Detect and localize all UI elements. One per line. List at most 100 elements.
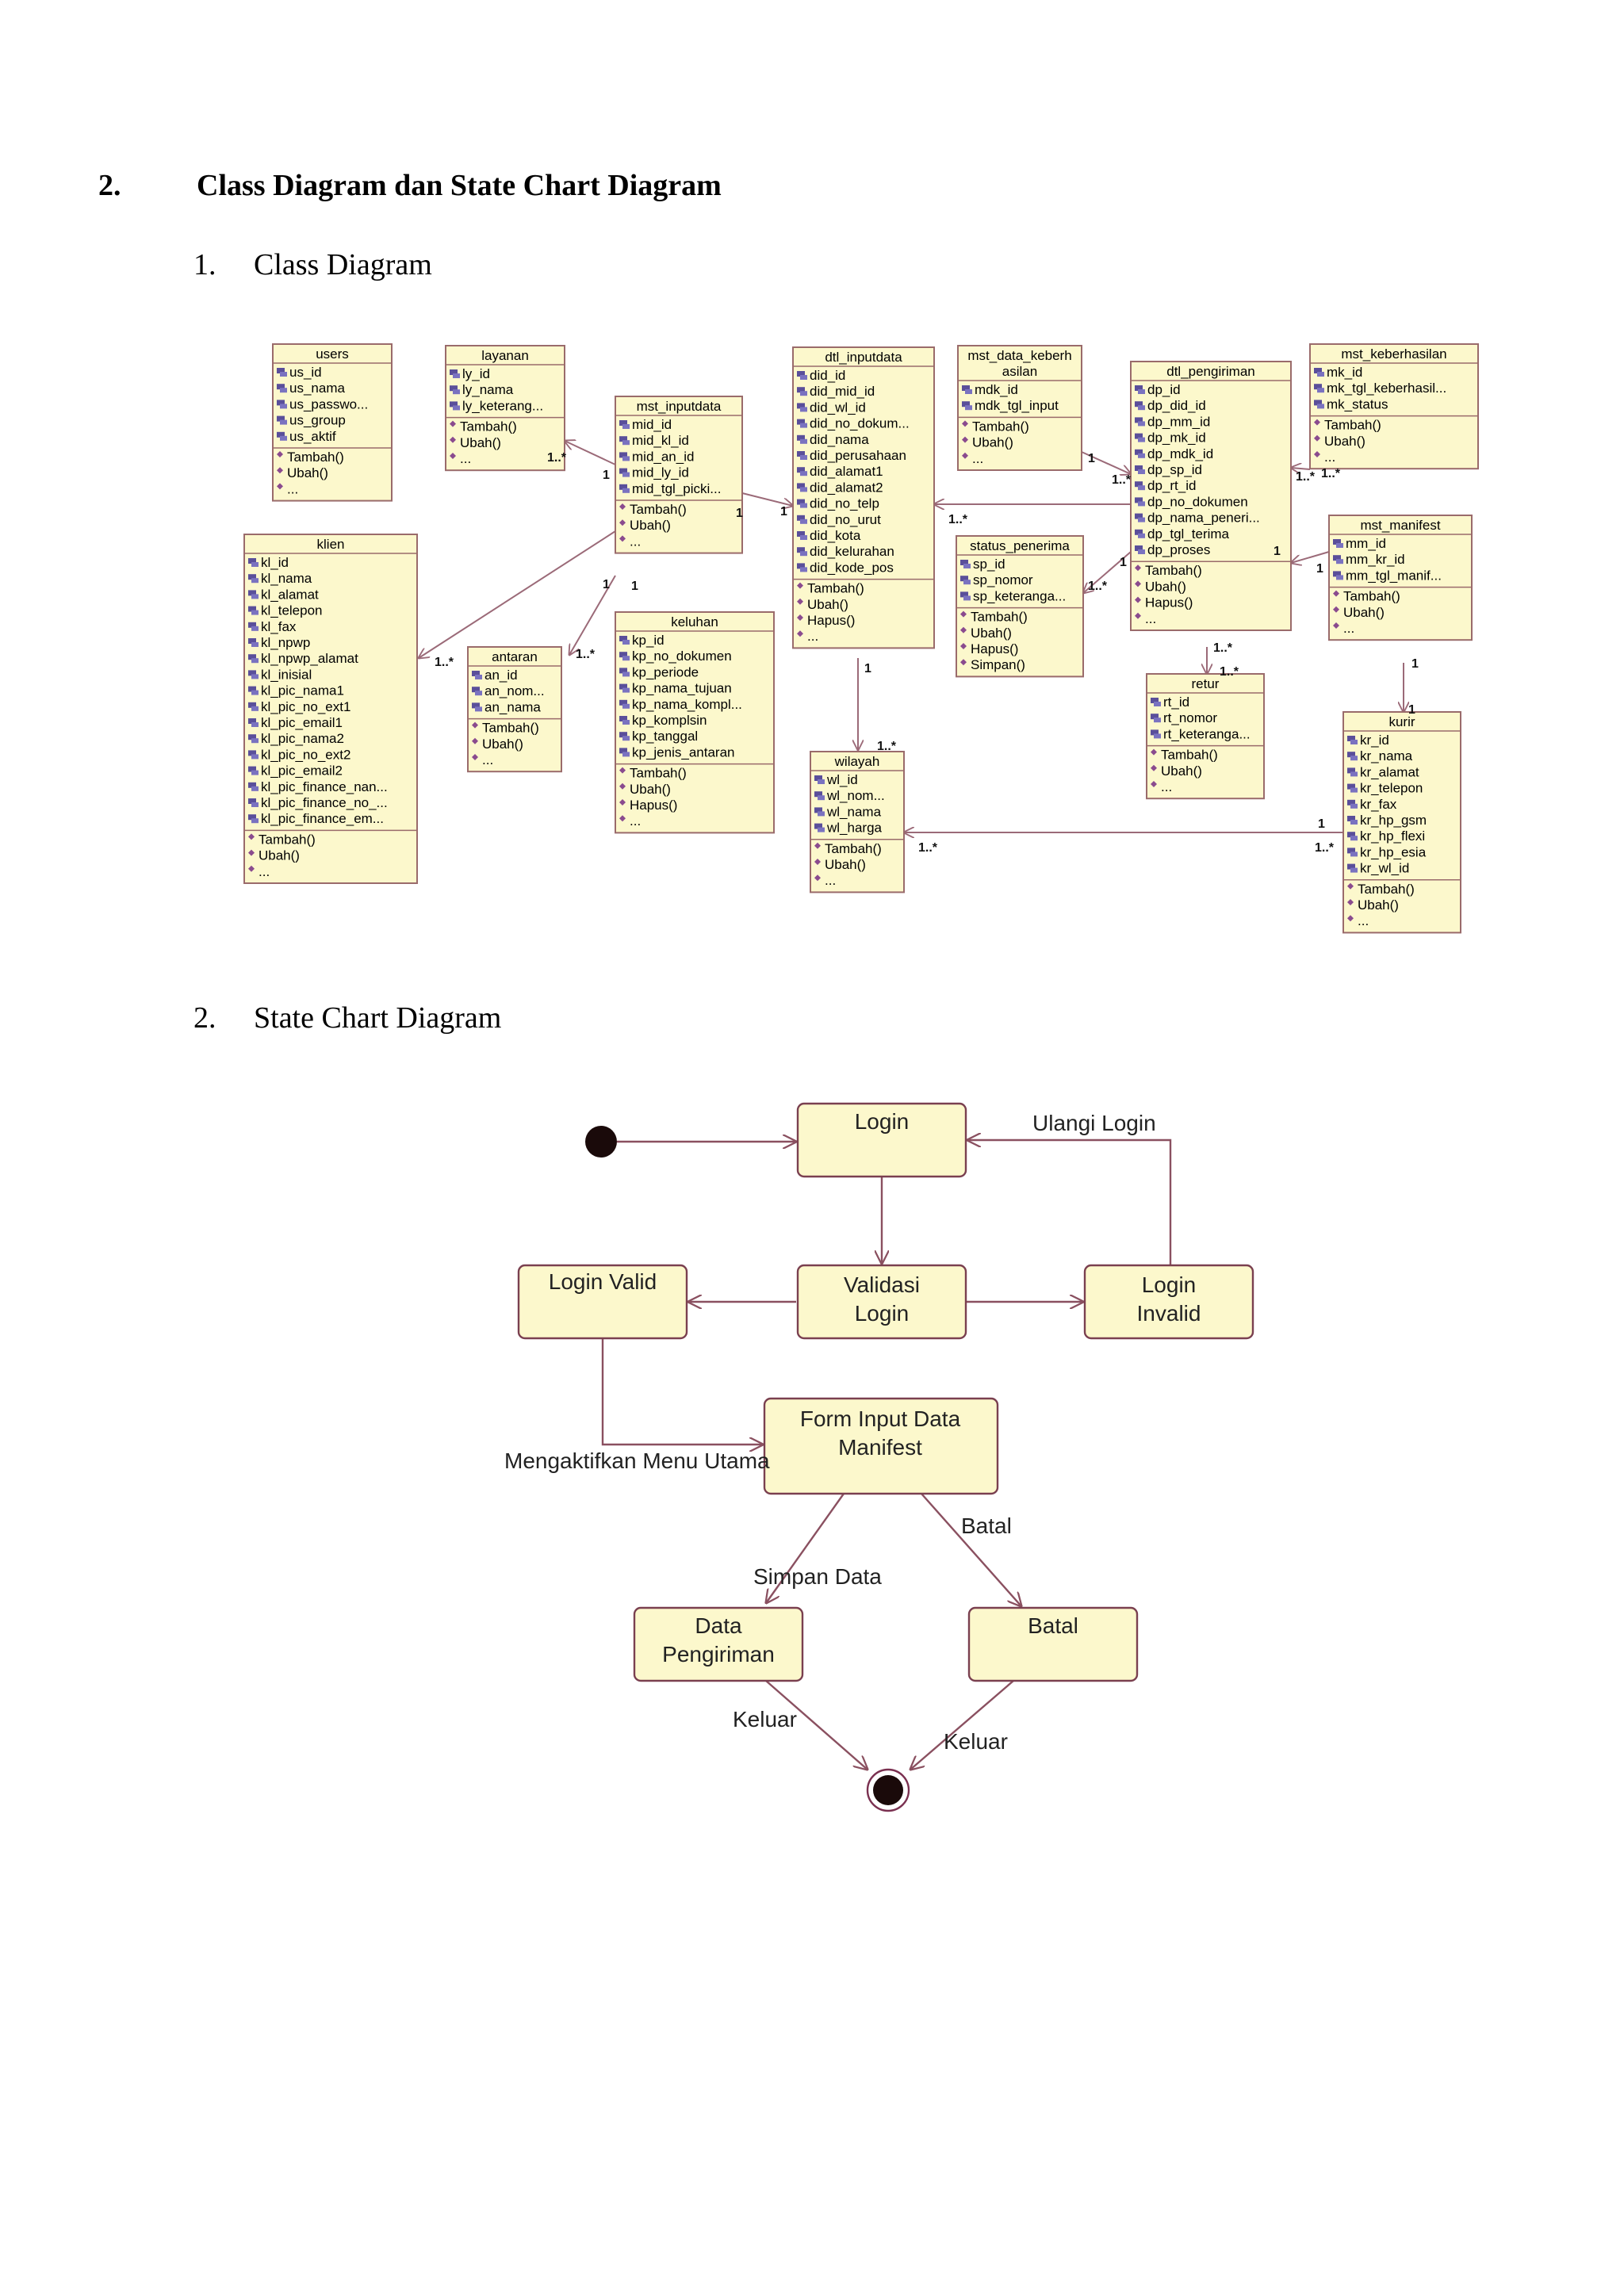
multiplicity-label: 1 [1274,545,1281,558]
attribute-icon [619,452,630,461]
class-attribute: kl_pic_finance_nan... [261,779,388,794]
operation-icon [1135,612,1141,619]
operation-icon [450,436,456,443]
class-attribute: dp_mdk_id [1147,446,1213,461]
attribute-icon [248,782,259,791]
class-operation: ... [482,752,493,767]
class-name: mst_data_keberh [967,348,1071,363]
class-operation: Tambah() [1324,418,1381,433]
class-operation: Tambah() [287,450,344,465]
class-operation: Tambah() [460,419,517,434]
attribute-icon [277,400,287,409]
class-attribute: did_kelurahan [810,544,894,559]
class-attribute: kl_pic_nama1 [261,683,344,698]
attribute-icon [960,576,971,585]
class-operation: Hapus() [807,613,855,628]
multiplicity-label: 1 [780,505,787,519]
class-attribute: kl_id [261,555,289,570]
state-label-line: Data [695,1613,742,1638]
class-name: wilayah [834,754,880,769]
transition-keluar-1 [765,1680,868,1770]
attribute-icon [248,654,259,664]
attribute-icon [619,652,630,661]
class-operation: Ubah() [287,465,328,480]
subsection-number: 1. [193,248,216,281]
class-attribute: kl_npwp_alamat [261,651,358,666]
attribute-icon [1347,848,1358,857]
multiplicity-label: 1..* [1321,467,1341,480]
operation-icon [962,452,968,459]
attribute-icon [1135,465,1145,474]
class-attribute: mk_tgl_keberhasil... [1327,381,1446,396]
class-attribute: did_wl_id [810,400,866,415]
multiplicity-label: 1 [603,469,610,482]
class-attribute: did_alamat1 [810,464,883,479]
multiplicity-label: 1..* [576,648,596,661]
multiplicity-label: 1 [631,580,638,593]
class-operation: Hapus() [1145,595,1193,610]
operation-icon [450,453,456,459]
transition-label-batal: Batal [961,1513,1012,1538]
key-icon [1347,736,1358,744]
operation-icon [1347,899,1354,905]
class-attribute: kp_no_dokumen [632,649,732,664]
class-operation: ... [972,451,983,466]
operation-icon [619,799,626,806]
assoc-line [1291,551,1330,563]
multiplicity-label: 1 [1088,452,1095,465]
class-attribute: dp_tgl_terima [1147,526,1230,541]
class-operation: ... [630,534,641,549]
class-associations [419,441,1404,832]
operation-icon [619,519,626,526]
class-operation: Tambah() [825,841,882,856]
attribute-icon [248,622,259,631]
operation-icon [1333,606,1339,613]
key-icon [1314,368,1324,377]
class-attribute: mm_kr_id [1346,552,1405,567]
class-operation: ... [1145,611,1156,626]
multiplicity-label: 1..* [1296,470,1316,484]
class-operation: Tambah() [972,419,1029,434]
class-attribute: dp_rt_id [1147,478,1196,493]
class-operation: Tambah() [1358,882,1415,897]
key-icon [797,371,807,380]
class-name: users [316,346,349,362]
attribute-icon [1135,529,1145,538]
state-nodes [517,1102,1254,1682]
class-box-mst-inputdata: mst_inputdatamid_idmid_kl_idmid_an_idmid… [615,396,743,554]
class-operation: Ubah() [1145,579,1186,594]
state-transitions [601,1140,1172,1770]
class-operation: Tambah() [630,766,687,781]
class-operation: Ubah() [972,435,1013,450]
attribute-icon [1333,571,1343,580]
attribute-icon [248,638,259,647]
operation-icon [1135,580,1141,587]
class-attribute: kl_npwp [261,635,310,650]
class-name: dtl_inputdata [825,350,902,365]
class-attribute: kl_alamat [261,587,319,602]
class-attribute: did_no_urut [810,512,881,527]
class-name: layanan [481,348,529,363]
state-label-line: Form Input Data [800,1406,961,1431]
class-operation: Tambah() [1161,748,1218,763]
class-operation: Ubah() [460,435,501,450]
class-attribute: dp_did_id [1147,398,1206,413]
class-name: antaran [492,649,538,664]
class-attribute: kp_id [632,633,665,648]
class-operation: ... [1161,779,1172,794]
operation-icon [797,598,803,605]
class-box-users: usersus_idus_namaus_passwo...us_groupus_… [272,343,393,502]
state-label: Login [855,1109,910,1134]
class-attribute: dp_nama_peneri... [1147,511,1260,526]
key-icon [450,369,460,378]
operation-icon [1333,590,1339,597]
class-attribute: kl_pic_finance_no_... [261,795,388,810]
operation-icon [1314,419,1320,426]
class-operation: Simpan() [971,657,1025,672]
operation-icon [1135,564,1141,572]
state-label-line: Login [855,1301,910,1326]
attribute-icon [1135,401,1145,411]
class-attribute: rt_keteranga... [1163,726,1251,741]
class-operation: Ubah() [1324,434,1365,449]
class-box-layanan: layananly_idly_namaly_keterang...Tambah(… [445,345,565,472]
